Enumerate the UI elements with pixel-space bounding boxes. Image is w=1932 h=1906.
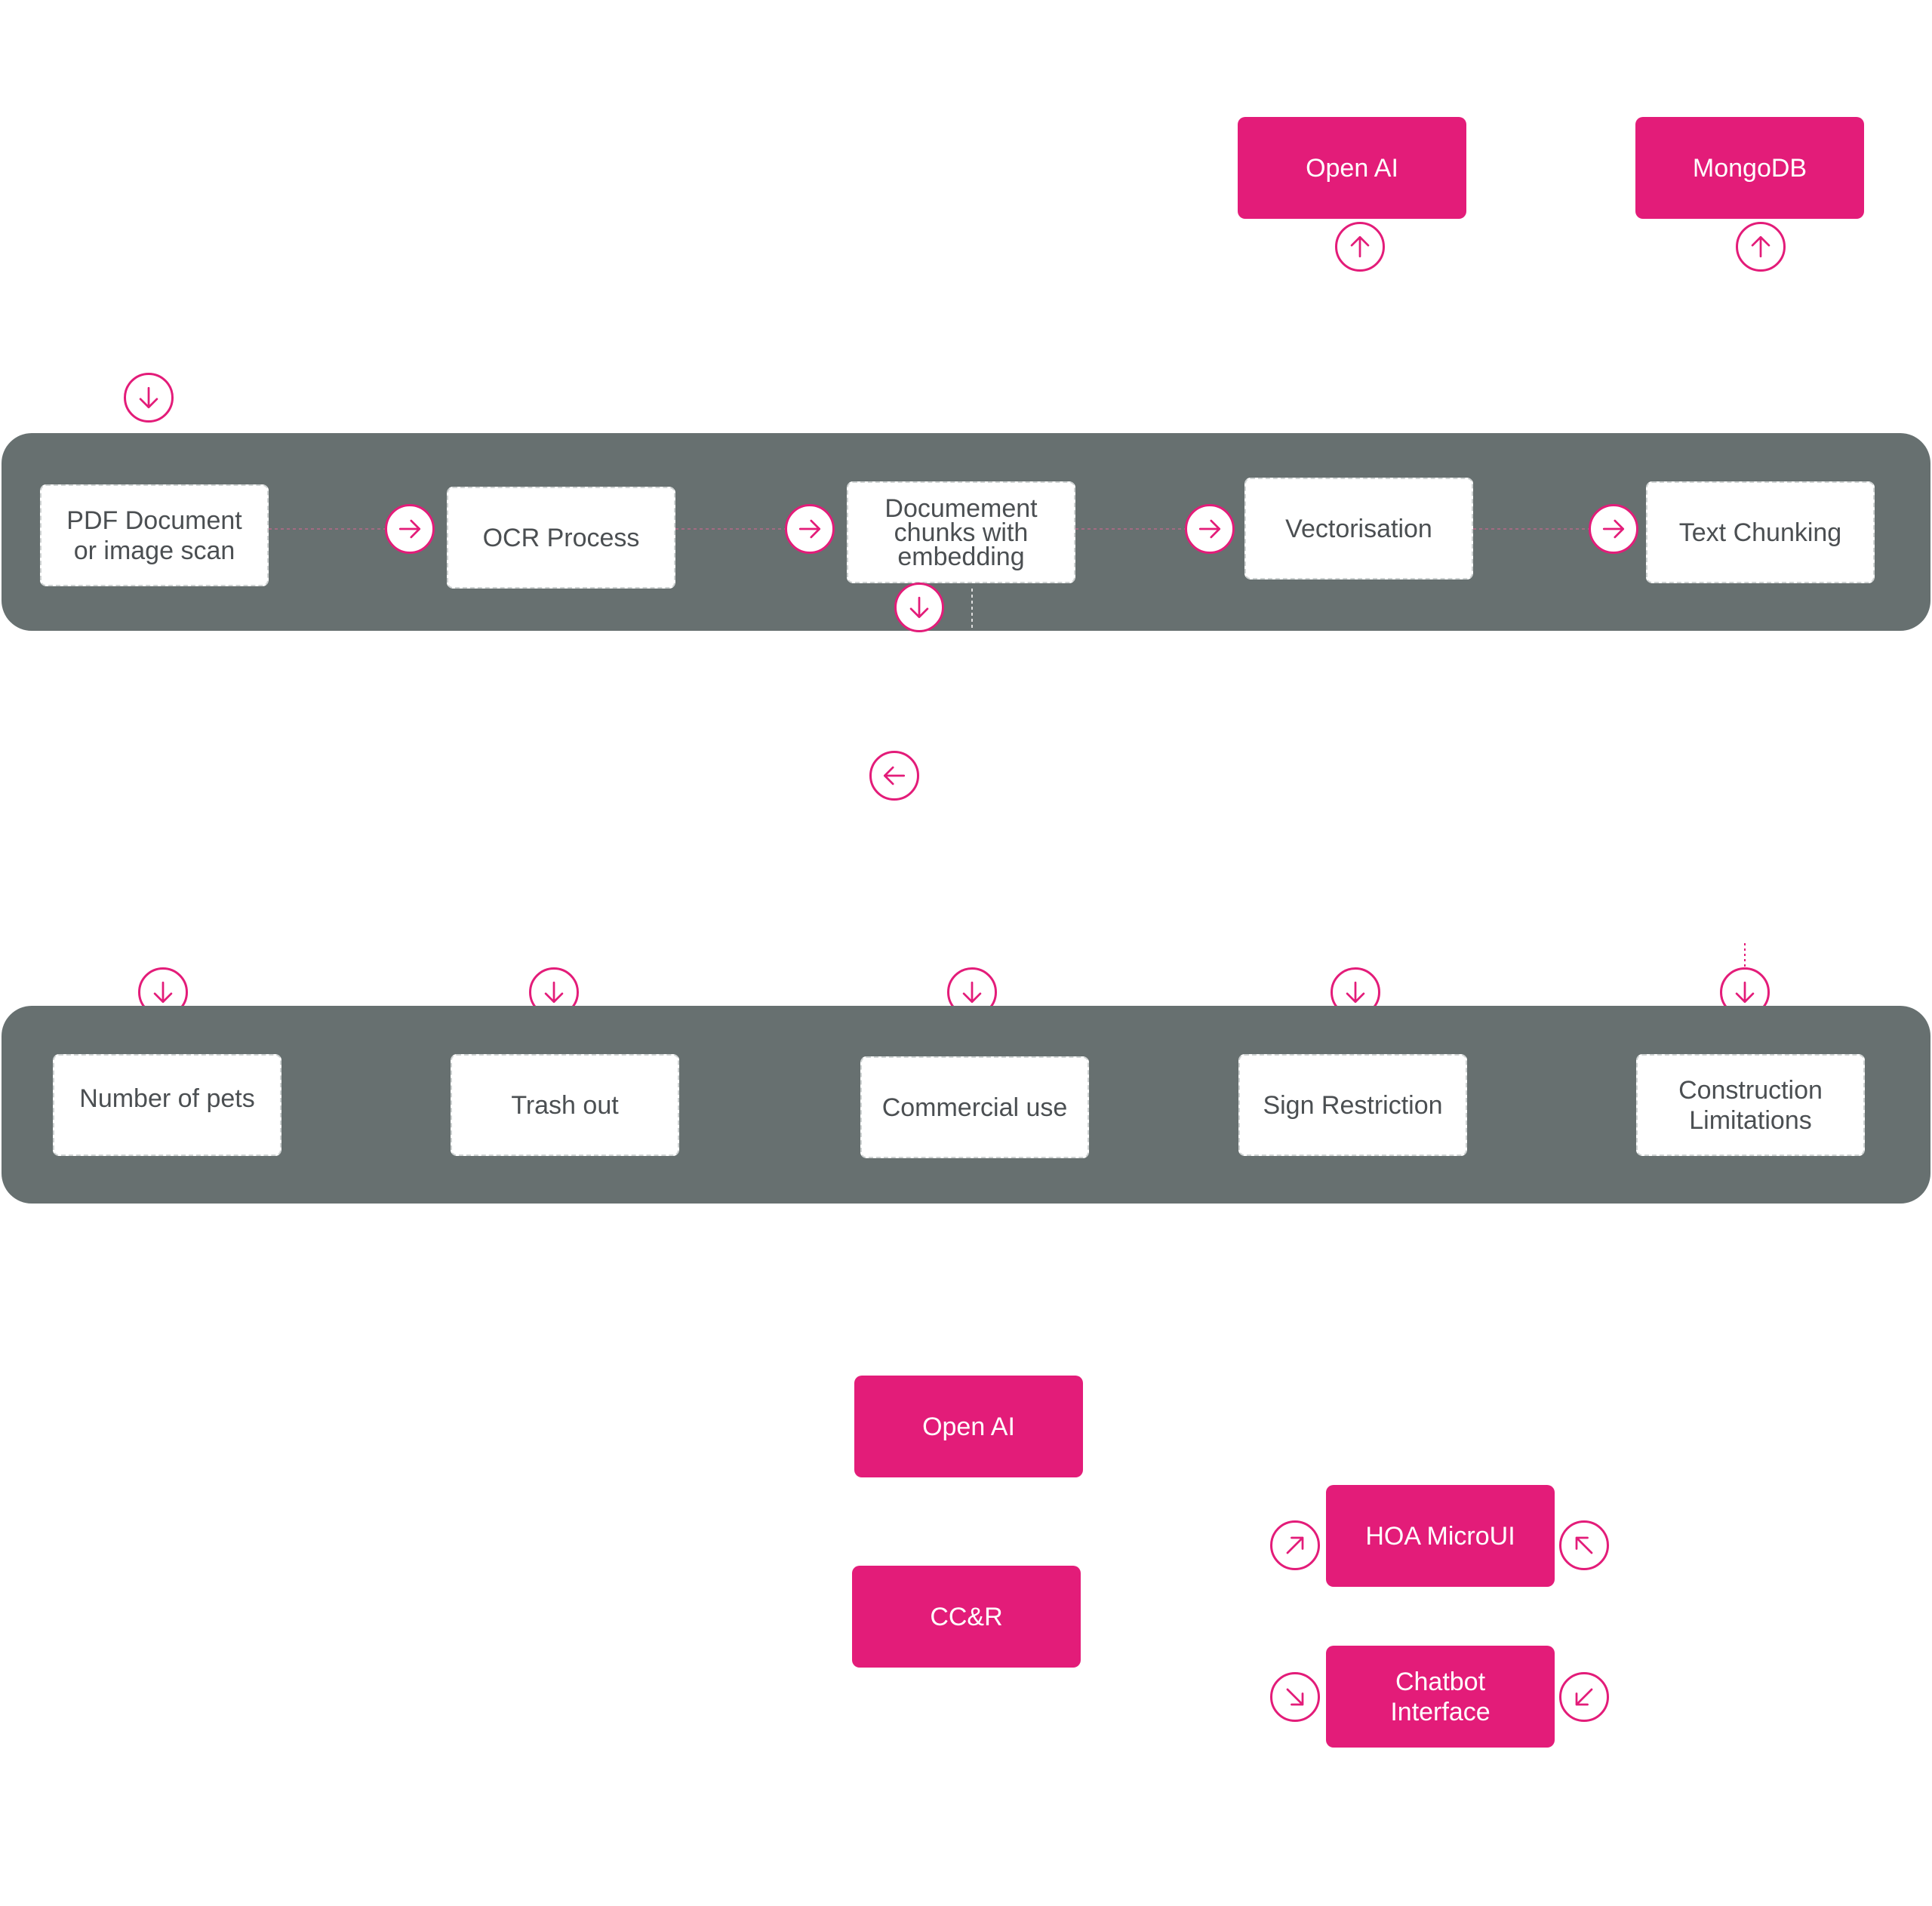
pipeline-step-label: Vectorisation — [1285, 514, 1432, 543]
chatbot-interface-label: Chatbot Interface — [1390, 1667, 1491, 1726]
pipeline-step-text-chunking: Text Chunking — [1646, 481, 1875, 583]
pipeline-step-ocr: OCR Process — [447, 487, 675, 589]
chatbot-interface-box: Chatbot Interface — [1326, 1646, 1555, 1748]
category-number-of-pets: Number of pets — [53, 1054, 281, 1156]
category-label: Sign Restriction — [1263, 1090, 1443, 1120]
category-trash-out: Trash out — [451, 1054, 679, 1156]
hoa-microui-label: HOA MicroUI — [1365, 1521, 1515, 1551]
pipeline-step-chunks-embedding: Documement chunks with embedding — [847, 481, 1075, 583]
arrow-up-right-icon — [1270, 1520, 1320, 1570]
category-commercial-use: Commercial use — [860, 1056, 1089, 1158]
pipeline-step-label: OCR Process — [482, 523, 640, 552]
hoa-microui-box: HOA MicroUI — [1326, 1485, 1555, 1587]
open-ai-box-top: Open AI — [1238, 117, 1466, 219]
arrow-right-icon — [385, 504, 435, 554]
arrow-up-icon — [1736, 222, 1786, 272]
arrow-left-icon — [869, 751, 919, 801]
arrow-right-icon — [1589, 504, 1638, 554]
open-ai-box-bottom: Open AI — [854, 1376, 1083, 1477]
category-label: Number of pets — [79, 1084, 255, 1113]
arrow-up-left-icon — [1559, 1520, 1609, 1570]
arrow-right-icon — [1185, 504, 1235, 554]
category-sign-restriction: Sign Restriction — [1238, 1054, 1467, 1156]
pipeline-step-vectorisation: Vectorisation — [1244, 478, 1473, 579]
arrow-down-left-icon — [1559, 1672, 1609, 1722]
arrow-up-icon — [1335, 222, 1385, 272]
arrow-down-icon — [124, 373, 174, 423]
category-label: Commercial use — [881, 1093, 1068, 1122]
open-ai-label-bottom: Open AI — [922, 1412, 1015, 1441]
arrow-down-icon — [894, 583, 944, 632]
pipeline-step-label: PDF Document or image scan — [66, 506, 242, 565]
category-construction-limitations: Construction Limitations — [1636, 1054, 1865, 1156]
category-label: Trash out — [511, 1090, 619, 1120]
ccr-box: CC&R — [852, 1566, 1081, 1668]
open-ai-label-top: Open AI — [1306, 153, 1398, 183]
mongodb-label: MongoDB — [1692, 153, 1807, 183]
mongodb-box: MongoDB — [1635, 117, 1864, 219]
ccr-label: CC&R — [930, 1602, 1003, 1631]
pipeline-step-pdf: PDF Document or image scan — [40, 484, 269, 586]
pipeline-step-label: Documement chunks with embedding — [884, 493, 1038, 571]
pipeline-connectors — [269, 528, 1589, 631]
pipeline-step-label: Text Chunking — [1678, 518, 1842, 547]
category-label: Construction Limitations — [1678, 1075, 1823, 1135]
arrow-right-icon — [785, 504, 835, 554]
arrow-down-right-icon — [1270, 1672, 1320, 1722]
